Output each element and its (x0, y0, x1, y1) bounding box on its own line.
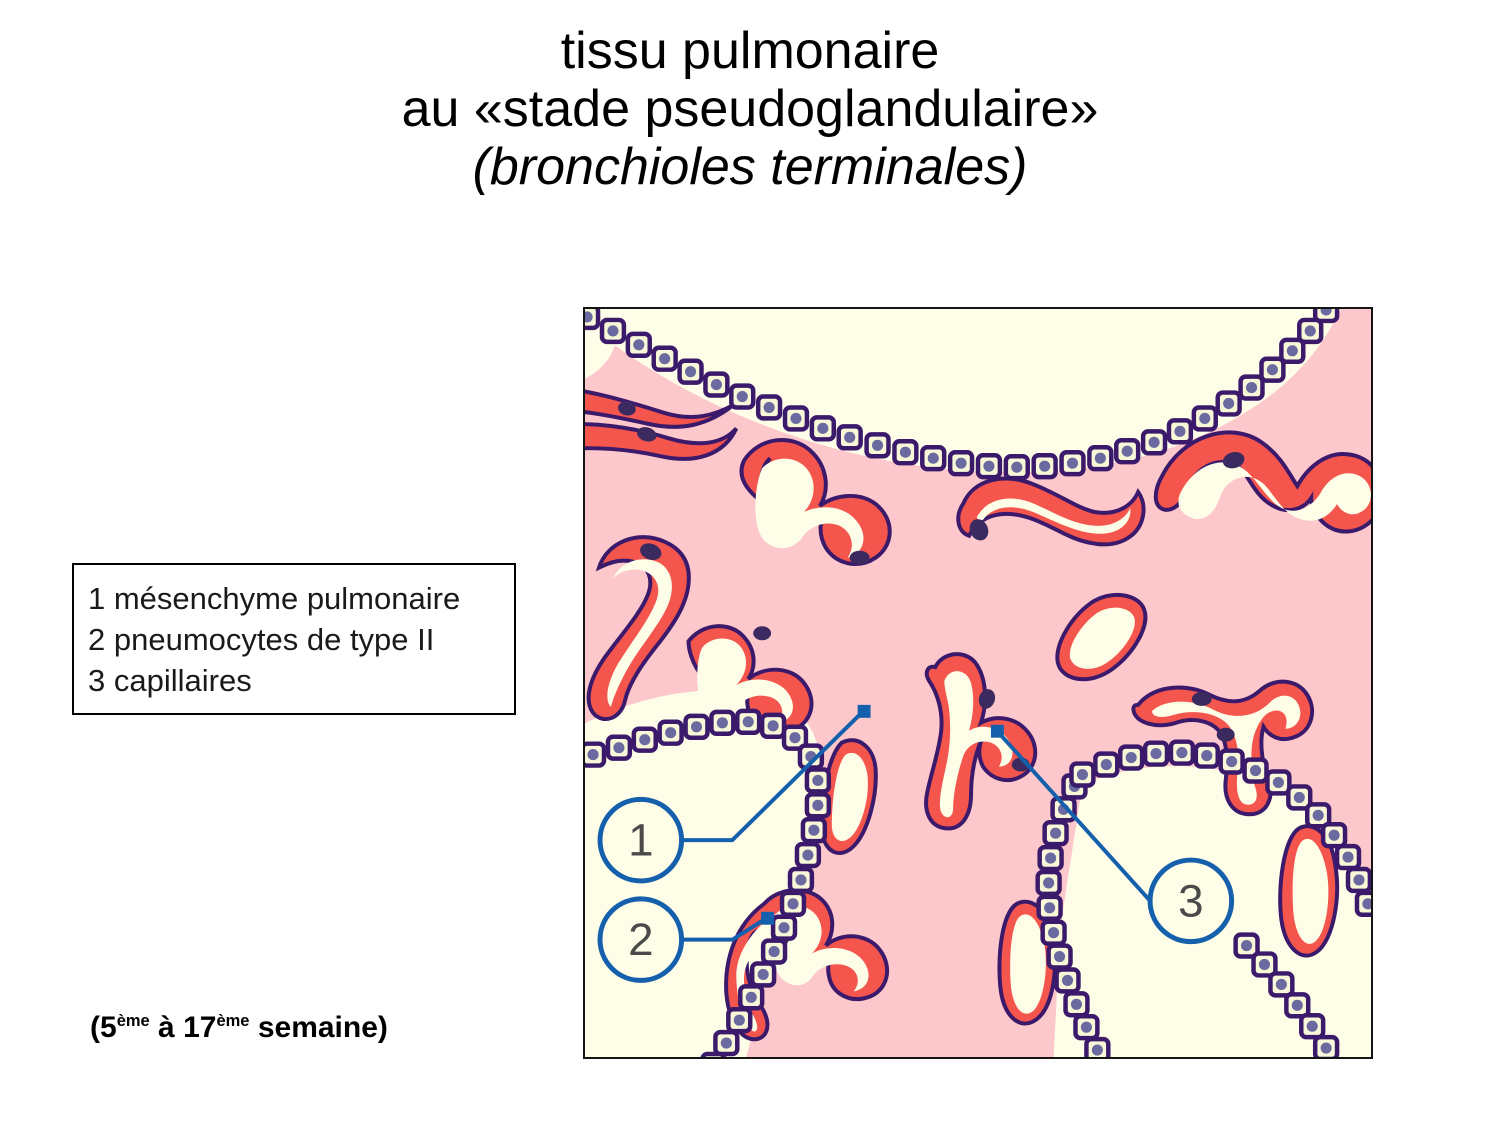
capillary (686, 624, 814, 735)
caption-sup-2: ème (216, 1012, 250, 1030)
callout-leaders (681, 709, 1152, 942)
caption-sup-1: ème (116, 1012, 150, 1030)
leader-line-3 (995, 729, 1152, 903)
leader-endpoint-3 (990, 724, 1004, 738)
caption-prefix: (5 (90, 1011, 117, 1044)
capillary (739, 438, 892, 566)
caption-suffix: semaine) (249, 1011, 388, 1044)
callout-markers[interactable]: 1 2 3 (597, 796, 1235, 983)
legend-item-1: 1 mésenchyme pulmonaire (88, 581, 461, 616)
page-title: tissu pulmonaire au «stade pseudoglandul… (0, 22, 1500, 197)
callout-marker-1[interactable]: 1 (597, 796, 685, 884)
capillary (585, 389, 739, 461)
callout-marker-3[interactable]: 3 (1147, 857, 1235, 945)
title-line-2: au «stade pseudoglandulaire» (401, 80, 1099, 139)
histology-figure: 1 2 3 (583, 307, 1373, 1059)
capillary (819, 738, 878, 855)
capillary (1055, 592, 1148, 682)
leader-line-1 (681, 709, 866, 843)
capillary (586, 535, 691, 722)
capillary (1153, 430, 1371, 534)
callout-label-3: 3 (1178, 875, 1203, 926)
legend-box: 1 mésenchyme pulmonaire 2 pneumocytes de… (72, 563, 516, 715)
callout-label-2: 2 (628, 914, 653, 965)
capillary (956, 476, 1146, 547)
capillaries (585, 389, 1371, 1042)
histology-svg: 1 2 3 (585, 309, 1371, 1057)
stage-caption: (5ème à 17ème semaine) (90, 1011, 388, 1045)
leader-endpoint-1 (857, 704, 871, 718)
callout-marker-2[interactable]: 2 (597, 896, 685, 983)
title-line-3: (bronchioles terminales) (472, 138, 1028, 197)
leader-line-2 (681, 916, 769, 942)
legend-item-2: 2 pneumocytes de type II (88, 621, 435, 657)
callout-label-1: 1 (628, 815, 653, 866)
callout-endpoints (761, 704, 1004, 925)
legend-item-3: 3 capillaires (88, 662, 252, 698)
leader-endpoint-2 (761, 911, 775, 925)
title-line-1: tissu pulmonaire (560, 22, 940, 80)
caption-middle: à 17 (149, 1011, 217, 1044)
